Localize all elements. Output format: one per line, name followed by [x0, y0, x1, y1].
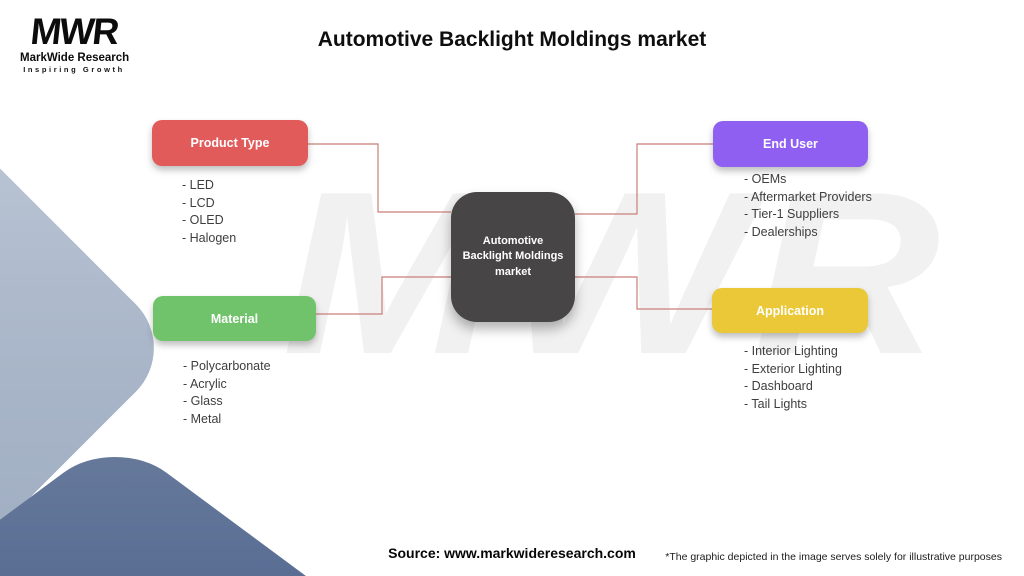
list-item: - Dealerships — [744, 224, 818, 239]
list-item: - Halogen — [182, 230, 237, 245]
list-item: - Glass — [183, 394, 223, 408]
node-product-type: Product Type — [152, 120, 308, 166]
node-application: Application — [712, 288, 868, 333]
list-item: - OLED — [182, 213, 224, 227]
node-product-type-label: Product Type — [190, 136, 270, 150]
list-item: - OEMs — [744, 172, 787, 186]
list-item: - Dashboard — [744, 379, 813, 393]
page-title: Automotive Backlight Moldings market — [317, 28, 707, 51]
node-application-label: Application — [755, 303, 825, 318]
list-item: - LCD — [182, 195, 215, 210]
mwr-logo: MWR MarkWide Research Inspiring Growth — [20, 11, 130, 74]
list-item: - Tier-1 Suppliers — [744, 207, 840, 221]
disclaimer-text: *The graphic depicted in the image serve… — [665, 551, 1002, 563]
list-item: - Metal — [183, 411, 222, 426]
list-item: - LED — [182, 178, 214, 192]
list-item: - Exterior Lighting — [744, 361, 842, 376]
application-list: - Interior Lighting - Exterior Lighting - … — [744, 343, 842, 413]
node-center-market: Automotive Backlight Moldings market — [451, 192, 575, 322]
mwr-logo-tagline: Inspiring Growth — [23, 65, 125, 74]
list-item: - Aftermarket Providers — [744, 189, 872, 204]
list-item: - Interior Lighting — [744, 344, 838, 358]
mwr-logo-name: MarkWide Research — [20, 52, 130, 64]
source-text: Source: www.markwideresearch.com — [388, 545, 636, 561]
product-type-list: - LED - LCD - OLED - Halogen — [182, 177, 236, 247]
node-center-market-label: Automotive Backlight Moldings market — [462, 234, 564, 278]
node-material: Material — [153, 296, 316, 341]
list-item: - Polycarbonate — [183, 359, 271, 373]
node-end-user: End User — [713, 121, 868, 167]
material-list: - Polycarbonate - Acrylic - Glass - Metal — [183, 358, 271, 428]
list-item: - Tail Lights — [744, 396, 807, 411]
node-end-user-label: End User — [763, 137, 818, 151]
node-material-label: Material — [210, 311, 259, 326]
list-item: - Acrylic — [183, 376, 227, 391]
end-user-list: - OEMs - Aftermarket Providers - Tier-1 Su… — [744, 171, 872, 241]
